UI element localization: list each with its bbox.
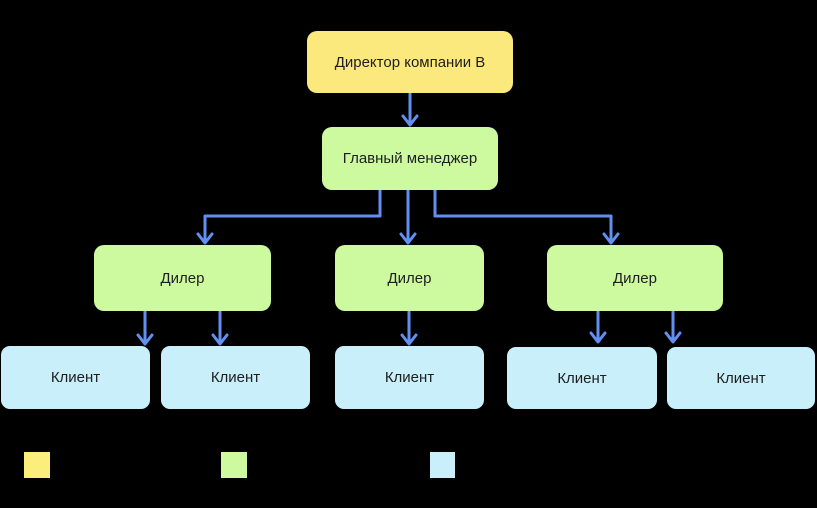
legend-swatch-manager-dealer — [221, 452, 247, 478]
edge-dealer-2-client-3 — [400, 309, 418, 346]
node-client-5: Клиент — [667, 347, 815, 409]
arrowhead-icon — [211, 333, 229, 346]
arrowhead-icon — [664, 331, 682, 344]
node-client-4: Клиент — [507, 347, 657, 409]
edge-dealer-1-client-1 — [136, 309, 154, 346]
arrowhead-icon — [136, 333, 154, 346]
edge-stem — [203, 188, 382, 243]
node-dealer-1: Дилер — [94, 245, 271, 311]
edge-manager-dealer-1 — [196, 188, 382, 245]
edge-dealer-1-client-2 — [211, 309, 229, 346]
node-client-label: Клиент — [557, 369, 607, 387]
arrowhead-icon — [399, 232, 417, 245]
node-dealer-label: Дилер — [613, 269, 657, 287]
arrowhead-icon — [196, 232, 214, 245]
node-director: Директор компании В — [307, 31, 513, 93]
node-client-label: Клиент — [716, 369, 766, 387]
node-client-3: Клиент — [335, 346, 484, 409]
arrowhead-icon — [401, 114, 419, 127]
legend-swatch-director — [24, 452, 50, 478]
node-client-label: Клиент — [210, 369, 261, 386]
edge-dealer-3-client-4 — [589, 309, 607, 344]
legend-swatch-client — [430, 452, 455, 478]
node-dealer-2: Дилер — [335, 245, 484, 311]
node-client-1: Клиент — [1, 346, 150, 409]
arrowhead-icon — [602, 232, 620, 245]
edge-manager-dealer-3 — [433, 188, 620, 245]
node-dealer-3: Дилер — [547, 245, 723, 311]
node-client-label: Клиент — [384, 369, 435, 386]
edge-dealer-3-client-5 — [664, 309, 682, 344]
arrowhead-icon — [400, 333, 418, 346]
node-director-label: Директор компании В — [334, 53, 486, 71]
node-manager-label: Главный менеджер — [342, 150, 478, 167]
edge-stem — [433, 188, 613, 243]
node-client-label: Клиент — [50, 369, 101, 386]
arrowhead-icon — [589, 331, 607, 344]
edge-director-manager — [401, 91, 419, 127]
node-dealer-label: Дилер — [387, 269, 432, 287]
node-client-2: Клиент — [161, 346, 310, 409]
node-manager: Главный менеджер — [322, 127, 498, 190]
edge-manager-dealer-2 — [399, 188, 417, 245]
node-dealer-label: Дилер — [160, 269, 205, 287]
